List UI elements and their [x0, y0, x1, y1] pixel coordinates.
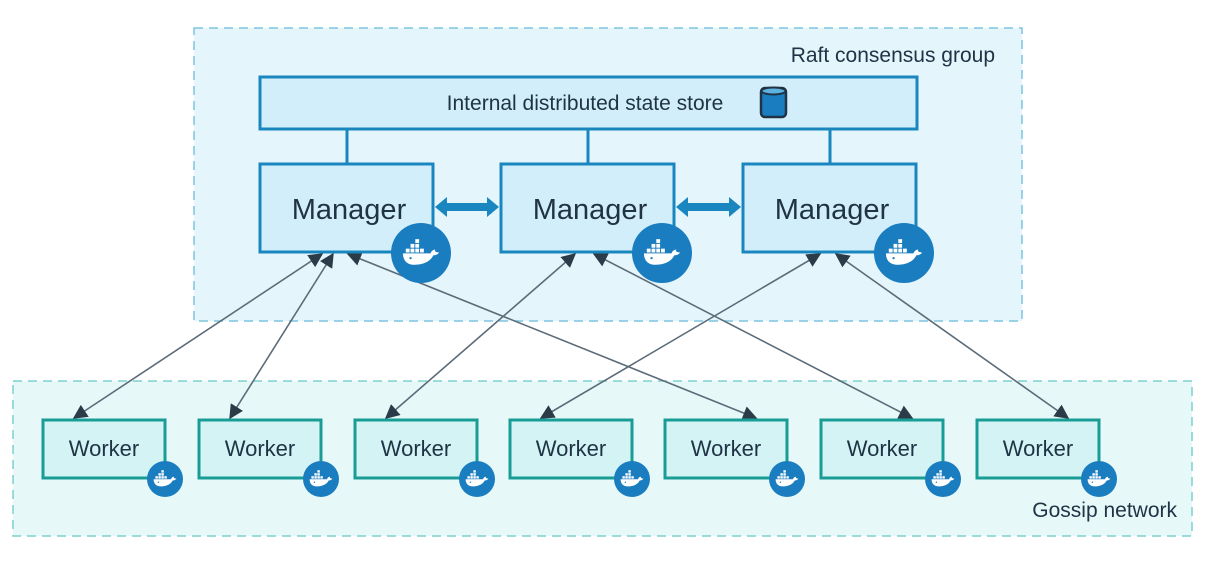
database-icon	[759, 86, 788, 119]
manager-worker-link	[539, 253, 822, 419]
docker-whale-icon	[874, 223, 934, 283]
worker-label: Worker	[1003, 436, 1074, 461]
worker-label: Worker	[536, 436, 607, 461]
docker-whale-icon	[459, 461, 495, 497]
worker-label: Worker	[225, 436, 296, 461]
manager-sync-arrow	[676, 197, 741, 217]
docker-whale-icon	[632, 223, 692, 283]
docker-whale-icon	[1081, 461, 1117, 497]
worker-node: Worker	[41, 418, 183, 497]
worker-label: Worker	[69, 436, 140, 461]
manager-label: Manager	[533, 194, 648, 226]
worker-node: Worker	[819, 418, 961, 497]
worker-node: Worker	[353, 418, 495, 497]
manager-worker-link	[834, 253, 1070, 419]
raft-group-label: Raft consensus group	[791, 44, 995, 67]
docker-whale-icon	[925, 461, 961, 497]
manager-worker-link	[229, 252, 334, 420]
manager-node: Manager	[258, 162, 451, 283]
worker-node: Worker	[975, 418, 1117, 497]
managers-layer: Manager Manager Manager	[258, 129, 934, 283]
docker-whale-icon	[769, 461, 805, 497]
worker-node: Worker	[663, 418, 805, 497]
worker-node: Worker	[508, 418, 650, 497]
manager-label: Manager	[292, 194, 407, 226]
worker-label: Worker	[691, 436, 762, 461]
worker-node: Worker	[197, 418, 339, 497]
docker-whale-icon	[614, 461, 650, 497]
docker-whale-icon	[391, 223, 451, 283]
docker-whale-icon	[147, 461, 183, 497]
state-store	[258, 75, 919, 131]
manager-node: Manager	[499, 162, 692, 283]
links-layer	[72, 252, 1070, 420]
state-store-label: Internal distributed state store	[447, 92, 724, 115]
manager-sync-arrow	[435, 197, 499, 217]
manager-node: Manager	[741, 162, 934, 283]
gossip-network-label: Gossip network	[1032, 499, 1177, 522]
workers-layer: Worker Worker Worker Worker Worker Worker Work…	[41, 418, 1117, 497]
manager-label: Manager	[775, 194, 890, 226]
docker-whale-icon	[303, 461, 339, 497]
worker-label: Worker	[847, 436, 918, 461]
worker-label: Worker	[381, 436, 452, 461]
